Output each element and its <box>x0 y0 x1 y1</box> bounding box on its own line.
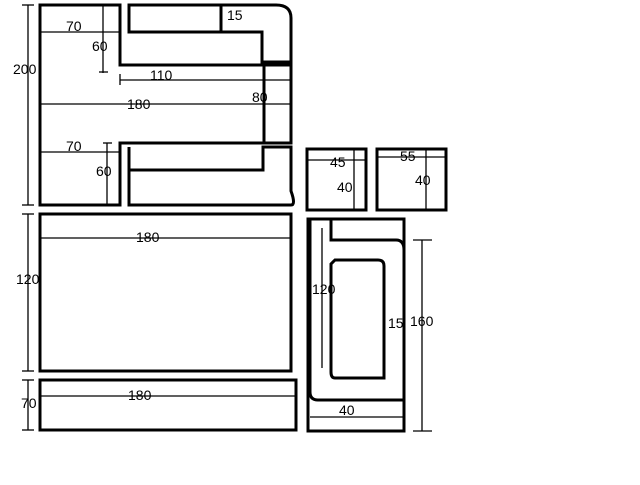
tall-piece-inner-curve <box>308 219 406 402</box>
label-200: 200 <box>13 61 37 77</box>
label-110: 110 <box>150 67 173 83</box>
small-box-45 <box>305 147 368 212</box>
label-80: 80 <box>252 89 268 105</box>
small-box-55 <box>375 147 448 212</box>
label-70-lower: 70 <box>66 138 82 154</box>
label-60-lower: 60 <box>96 163 112 179</box>
e-frame-outline <box>38 3 293 207</box>
label-45: 45 <box>330 154 346 170</box>
label-60-top: 60 <box>92 38 108 54</box>
label-180-mid: 180 <box>127 96 151 112</box>
panel-180x70 <box>38 378 298 432</box>
label-180-panel: 180 <box>136 229 160 245</box>
label-160: 160 <box>410 313 434 329</box>
label-70-top: 70 <box>66 18 82 34</box>
lower-arm-outline <box>127 145 295 207</box>
label-120-right: 120 <box>312 281 336 297</box>
label-15-right: 15 <box>388 315 404 331</box>
label-55: 55 <box>400 148 416 164</box>
tall-piece-cushion <box>329 258 386 380</box>
label-70-left: 70 <box>21 395 37 411</box>
label-120-left: 120 <box>16 271 40 287</box>
upper-arm-outline <box>127 3 293 64</box>
label-40-right: 40 <box>339 402 355 418</box>
label-40-box-a: 40 <box>337 179 353 195</box>
label-15-top: 15 <box>227 7 243 23</box>
label-40-box-b: 40 <box>415 172 431 188</box>
label-180-bottom: 180 <box>128 387 152 403</box>
panel-180x120 <box>38 212 293 373</box>
